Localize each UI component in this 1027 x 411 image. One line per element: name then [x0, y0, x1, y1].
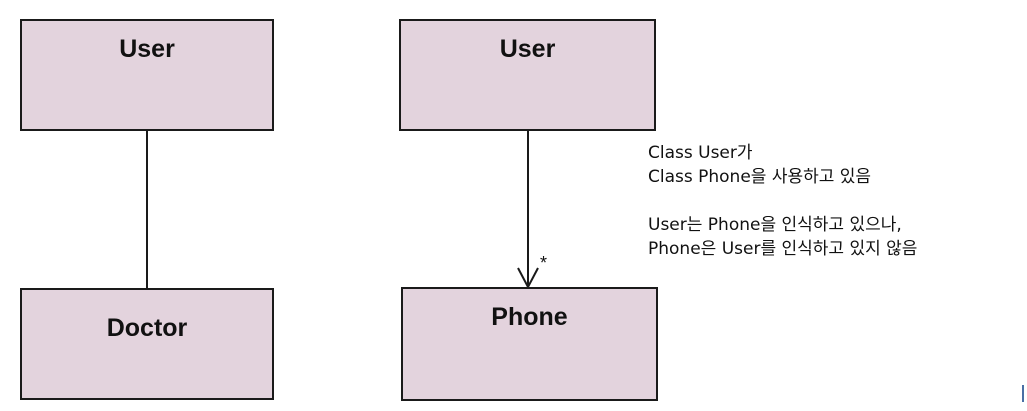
class-name-user-right: User — [499, 35, 556, 63]
description-note: Class User가 Class Phone을 사용하고 있음 User는 P… — [648, 141, 1018, 261]
class-box-phone: Phone — [401, 287, 658, 401]
note-spacer — [648, 189, 1018, 213]
class-name-doctor: Doctor — [106, 314, 188, 342]
note-line-1: Class User가 — [648, 143, 753, 163]
note-line-3: User는 Phone을 인식하고 있으나, — [648, 215, 902, 235]
note-line-4: Phone은 User를 인식하고 있지 않음 — [648, 239, 918, 259]
multiplicity-label: * — [540, 253, 548, 273]
class-box-user-right: User — [399, 19, 656, 131]
text-cursor-mark — [1022, 385, 1024, 402]
class-box-doctor: Doctor — [20, 288, 274, 400]
note-line-2: Class Phone을 사용하고 있음 — [648, 167, 872, 187]
class-name-phone: Phone — [491, 303, 568, 331]
class-name-user-left: User — [119, 35, 175, 63]
class-box-user-left: User — [20, 19, 274, 131]
